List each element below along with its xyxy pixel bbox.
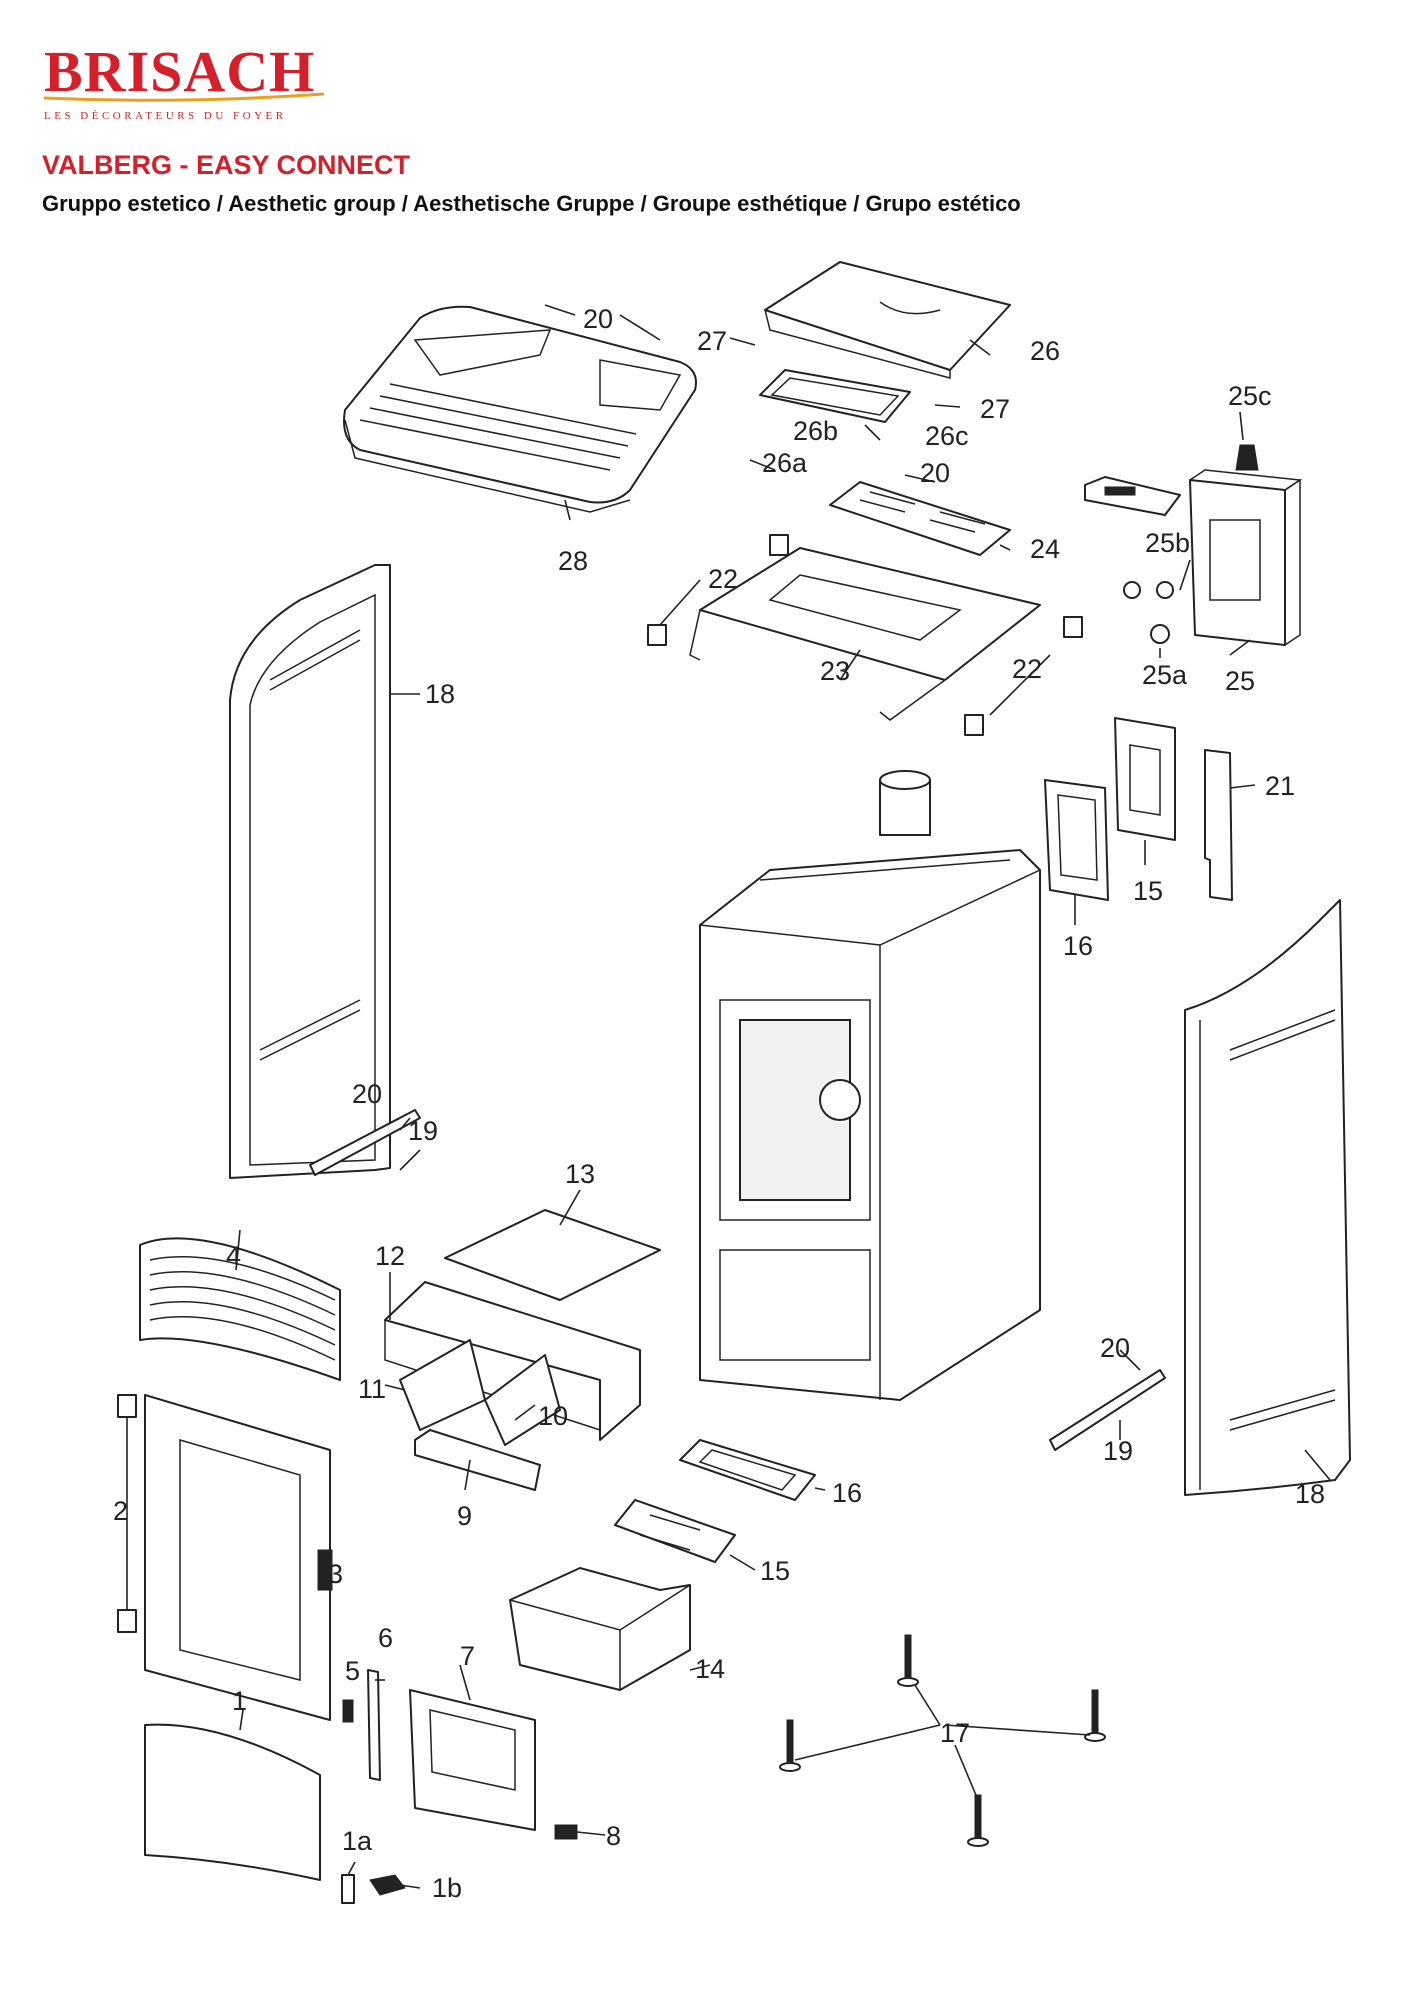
part-9-bracket <box>414 1429 541 1491</box>
part-13-plate <box>444 1209 661 1301</box>
part-25c-knob <box>1235 444 1259 471</box>
part-21-cover-strip <box>1204 749 1233 901</box>
part-26-top-plate <box>764 261 1011 379</box>
document-header: BRISACH LES DÉCORATEURS DU FOYER VALBERG… <box>0 0 1410 230</box>
part-15-plate-lower <box>614 1499 736 1563</box>
label-19: 19 <box>1103 1436 1133 1466</box>
label-20: 20 <box>583 304 613 334</box>
part-24-grille <box>829 481 1011 556</box>
label-19: 19 <box>408 1116 438 1146</box>
part-22-spacers <box>647 534 1083 736</box>
part-25b-display <box>1084 476 1181 516</box>
part-19-bracket-right <box>1049 1369 1166 1451</box>
label-1b: 1b <box>432 1873 462 1903</box>
label-1a: 1a <box>342 1826 373 1856</box>
brand-logo: BRISACH <box>44 39 316 104</box>
part-23-support-frame <box>689 547 1041 721</box>
part-28-top-cover <box>343 305 697 513</box>
label-5: 5 <box>345 1656 360 1686</box>
label-15: 15 <box>1133 876 1163 906</box>
label-26: 26 <box>1030 336 1060 366</box>
part-14-ash-tray <box>509 1567 691 1691</box>
label-20: 20 <box>352 1079 382 1109</box>
label-16: 16 <box>1063 931 1093 961</box>
label-10: 10 <box>538 1401 568 1431</box>
label-18: 18 <box>1295 1479 1325 1509</box>
label-26b: 26b <box>793 416 838 446</box>
part-15-plate-upper <box>1114 717 1176 841</box>
part-25a-bushing <box>1123 581 1174 644</box>
label-18: 18 <box>425 679 455 709</box>
part-18-left-side-panel <box>229 564 391 1179</box>
part-door-frame <box>144 1394 331 1721</box>
label-17: 17 <box>940 1718 970 1748</box>
part-1-front-panel <box>144 1723 321 1881</box>
label-25b: 25b <box>1145 528 1190 558</box>
part-labels: 20 28 27 26 27 26b 26c 26a 20 24 22 22 2… <box>113 304 1325 1903</box>
part-10-bracket <box>484 1354 561 1446</box>
label-25: 25 <box>1225 666 1255 696</box>
brand-tagline: LES DÉCORATEURS DU FOYER <box>44 110 287 122</box>
label-21: 21 <box>1265 771 1295 801</box>
stove-body <box>699 770 1041 1401</box>
label-27: 27 <box>697 326 727 356</box>
label-25c: 25c <box>1228 381 1272 411</box>
label-24: 24 <box>1030 534 1060 564</box>
label-20: 20 <box>1100 1333 1130 1363</box>
label-16: 16 <box>832 1478 862 1508</box>
part-17-feet <box>779 1634 1106 1847</box>
label-9: 9 <box>457 1501 472 1531</box>
part-16-flange-lower <box>679 1439 816 1501</box>
label-2: 2 <box>113 1496 128 1526</box>
part-3-handle <box>317 1549 333 1591</box>
label-15: 15 <box>760 1556 790 1586</box>
label-8: 8 <box>606 1821 621 1851</box>
part-11-bracket <box>399 1339 486 1431</box>
part-6-rod <box>367 1669 381 1781</box>
logo-swoosh <box>44 92 324 102</box>
label-25a: 25a <box>1142 660 1188 690</box>
part-26c-gasket <box>759 369 911 423</box>
label-14: 14 <box>695 1654 725 1684</box>
model-title: VALBERG - EASY CONNECT <box>42 150 411 180</box>
part-16-flange-upper <box>1044 779 1109 901</box>
label-26c: 26c <box>925 421 969 451</box>
label-23: 23 <box>820 656 850 686</box>
label-22: 22 <box>1012 654 1042 684</box>
part-25-control-box <box>1189 469 1303 646</box>
label-22: 22 <box>708 564 738 594</box>
label-13: 13 <box>565 1159 595 1189</box>
part-4-front-grille <box>139 1237 341 1381</box>
part-1a-1b-latch <box>341 1874 406 1904</box>
label-4: 4 <box>226 1241 241 1271</box>
label-27: 27 <box>980 394 1010 424</box>
part-18-right-side-panel <box>1184 899 1351 1496</box>
group-subtitle: Gruppo estetico / Aesthetic group / Aest… <box>42 191 1021 216</box>
label-7: 7 <box>460 1641 475 1671</box>
part-5-screw <box>342 1699 354 1723</box>
part-19-bracket-left <box>309 1109 421 1176</box>
label-1: 1 <box>232 1686 247 1716</box>
part-8-clip <box>554 1824 578 1840</box>
leader-lines <box>235 304 1331 1889</box>
label-26a: 26a <box>762 448 808 478</box>
label-3: 3 <box>328 1559 343 1589</box>
label-6: 6 <box>378 1623 393 1653</box>
label-12: 12 <box>375 1241 405 1271</box>
part-7-door-frame <box>409 1689 536 1831</box>
label-20: 20 <box>920 458 950 488</box>
part-2-hinges <box>117 1394 137 1633</box>
label-28: 28 <box>558 546 588 576</box>
label-11: 11 <box>358 1374 386 1404</box>
